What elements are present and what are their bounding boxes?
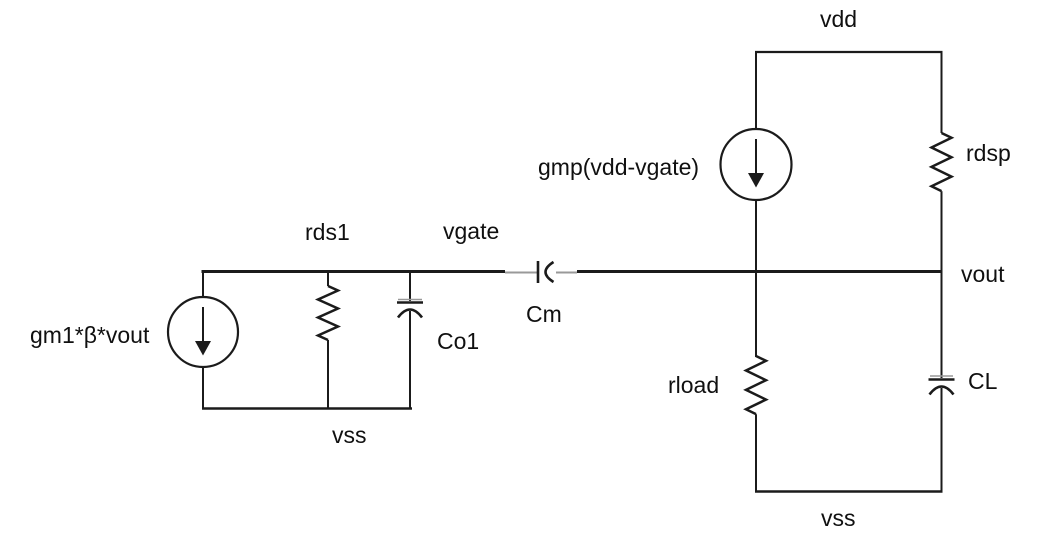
down-arrow-icon — [748, 173, 764, 188]
gm1-current-source — [166, 271, 240, 409]
resistor-zigzag — [743, 354, 769, 416]
gmp-current-source — [719, 51, 793, 357]
rload-resistor — [743, 354, 769, 492]
label-rdsp: rdsp — [966, 140, 1011, 166]
co1-capacitor — [396, 270, 424, 409]
capacitor-curved-plate — [396, 308, 424, 319]
capacitor-curved-plate — [544, 260, 555, 284]
rds1-resistor — [314, 270, 342, 409]
cm-capacitor — [505, 260, 577, 284]
label-gmp-source: gmp(vdd-vgate) — [538, 154, 700, 180]
label-vss-left: vss — [332, 422, 367, 448]
label-co1: Co1 — [437, 328, 480, 354]
rdsp-resistor — [928, 51, 955, 272]
second-stage-block — [577, 50, 955, 493]
label-vgate: vgate — [443, 218, 500, 244]
label-cm: Cm — [526, 301, 562, 327]
label-vout: vout — [961, 261, 1005, 287]
label-vss-right: vss — [821, 505, 856, 531]
capacitor-curved-plate — [928, 385, 955, 396]
first-stage-block — [166, 270, 505, 410]
cl-capacitor — [928, 271, 955, 492]
down-arrow-icon — [195, 341, 211, 356]
label-cl: CL — [968, 368, 998, 394]
label-gm1-source: gm1*β*vout — [30, 322, 150, 348]
label-rload: rload — [668, 372, 720, 398]
label-vdd: vdd — [820, 6, 858, 32]
label-rds1: rds1 — [305, 219, 350, 245]
resistor-zigzag — [928, 131, 955, 193]
resistor-zigzag — [314, 284, 342, 342]
